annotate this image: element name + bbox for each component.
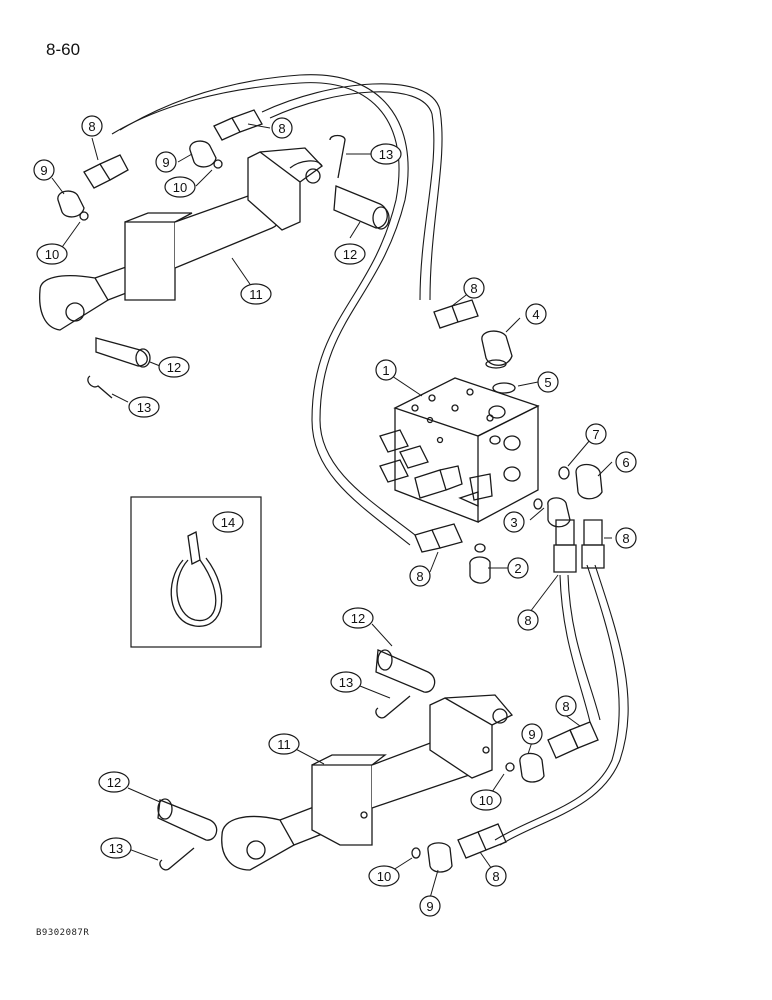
upper-cylinder: [39, 147, 323, 331]
callout-9: 9: [33, 159, 55, 181]
valve-block: [379, 377, 540, 523]
svg-text:10: 10: [377, 869, 391, 884]
svg-text:12: 12: [107, 775, 121, 790]
svg-text:8: 8: [278, 121, 285, 136]
callout-8: 8: [517, 609, 539, 631]
svg-text:3: 3: [510, 515, 517, 530]
svg-text:11: 11: [249, 287, 263, 302]
callout-10: 10: [36, 243, 68, 265]
svg-text:4: 4: [532, 307, 539, 322]
callout-8: 8: [271, 117, 293, 139]
hose-strap: [170, 531, 223, 627]
svg-text:8: 8: [562, 699, 569, 714]
svg-text:12: 12: [343, 247, 357, 262]
callout-12: 12: [334, 243, 366, 265]
callout-13: 13: [330, 671, 362, 693]
inset-frame: [130, 496, 262, 648]
callout-9: 9: [155, 151, 177, 173]
lower-cylinder: [221, 694, 514, 871]
callout-11: 11: [268, 733, 300, 755]
svg-text:12: 12: [167, 360, 181, 375]
callout-4: 4: [525, 303, 547, 325]
callout-13: 13: [100, 837, 132, 859]
svg-text:5: 5: [544, 375, 551, 390]
svg-text:7: 7: [592, 427, 599, 442]
svg-text:2: 2: [514, 561, 521, 576]
callout-8: 8: [615, 527, 637, 549]
svg-text:8: 8: [524, 613, 531, 628]
svg-text:14: 14: [221, 515, 235, 530]
callout-14: 14: [212, 511, 244, 533]
svg-text:13: 13: [379, 147, 393, 162]
page-number: 8-60: [46, 40, 81, 59]
svg-text:8: 8: [88, 119, 95, 134]
svg-text:1: 1: [382, 363, 389, 378]
callout-10: 10: [368, 865, 400, 887]
svg-text:8: 8: [470, 281, 477, 296]
svg-text:9: 9: [40, 163, 47, 178]
svg-text:13: 13: [339, 675, 353, 690]
svg-text:8: 8: [622, 531, 629, 546]
svg-text:9: 9: [162, 155, 169, 170]
figure-code: B9302087R: [36, 928, 90, 938]
fittings: [57, 109, 605, 873]
svg-text:10: 10: [173, 180, 187, 195]
callout-6: 6: [615, 451, 637, 473]
callout-13: 13: [128, 396, 160, 418]
callout-12: 12: [158, 356, 190, 378]
svg-text:9: 9: [426, 899, 433, 914]
callout-12: 12: [342, 607, 374, 629]
callout-12: 12: [98, 771, 130, 793]
callout-8: 8: [485, 865, 507, 887]
callout-8: 8: [81, 115, 103, 137]
callout-2: 2: [507, 557, 529, 579]
callout-8: 8: [409, 565, 431, 587]
callout-5: 5: [537, 371, 559, 393]
hose-lines: [111, 74, 629, 846]
svg-text:8: 8: [416, 569, 423, 584]
callout-3: 3: [503, 511, 525, 533]
callout-10: 10: [470, 789, 502, 811]
svg-text:12: 12: [351, 611, 365, 626]
svg-text:13: 13: [137, 400, 151, 415]
callout-10: 10: [164, 176, 196, 198]
callout-11: 11: [240, 283, 272, 305]
callout-8: 8: [555, 695, 577, 717]
callout-13: 13: [370, 143, 402, 165]
callout-9: 9: [521, 723, 543, 745]
svg-text:13: 13: [109, 841, 123, 856]
svg-text:11: 11: [277, 737, 291, 752]
callout-8: 8: [463, 277, 485, 299]
svg-text:6: 6: [622, 455, 629, 470]
svg-text:10: 10: [45, 247, 59, 262]
svg-text:8: 8: [492, 869, 499, 884]
svg-text:10: 10: [479, 793, 493, 808]
callout-7: 7: [585, 423, 607, 445]
callout-1: 1: [375, 359, 397, 381]
callout-9: 9: [419, 895, 441, 917]
svg-text:9: 9: [528, 727, 535, 742]
